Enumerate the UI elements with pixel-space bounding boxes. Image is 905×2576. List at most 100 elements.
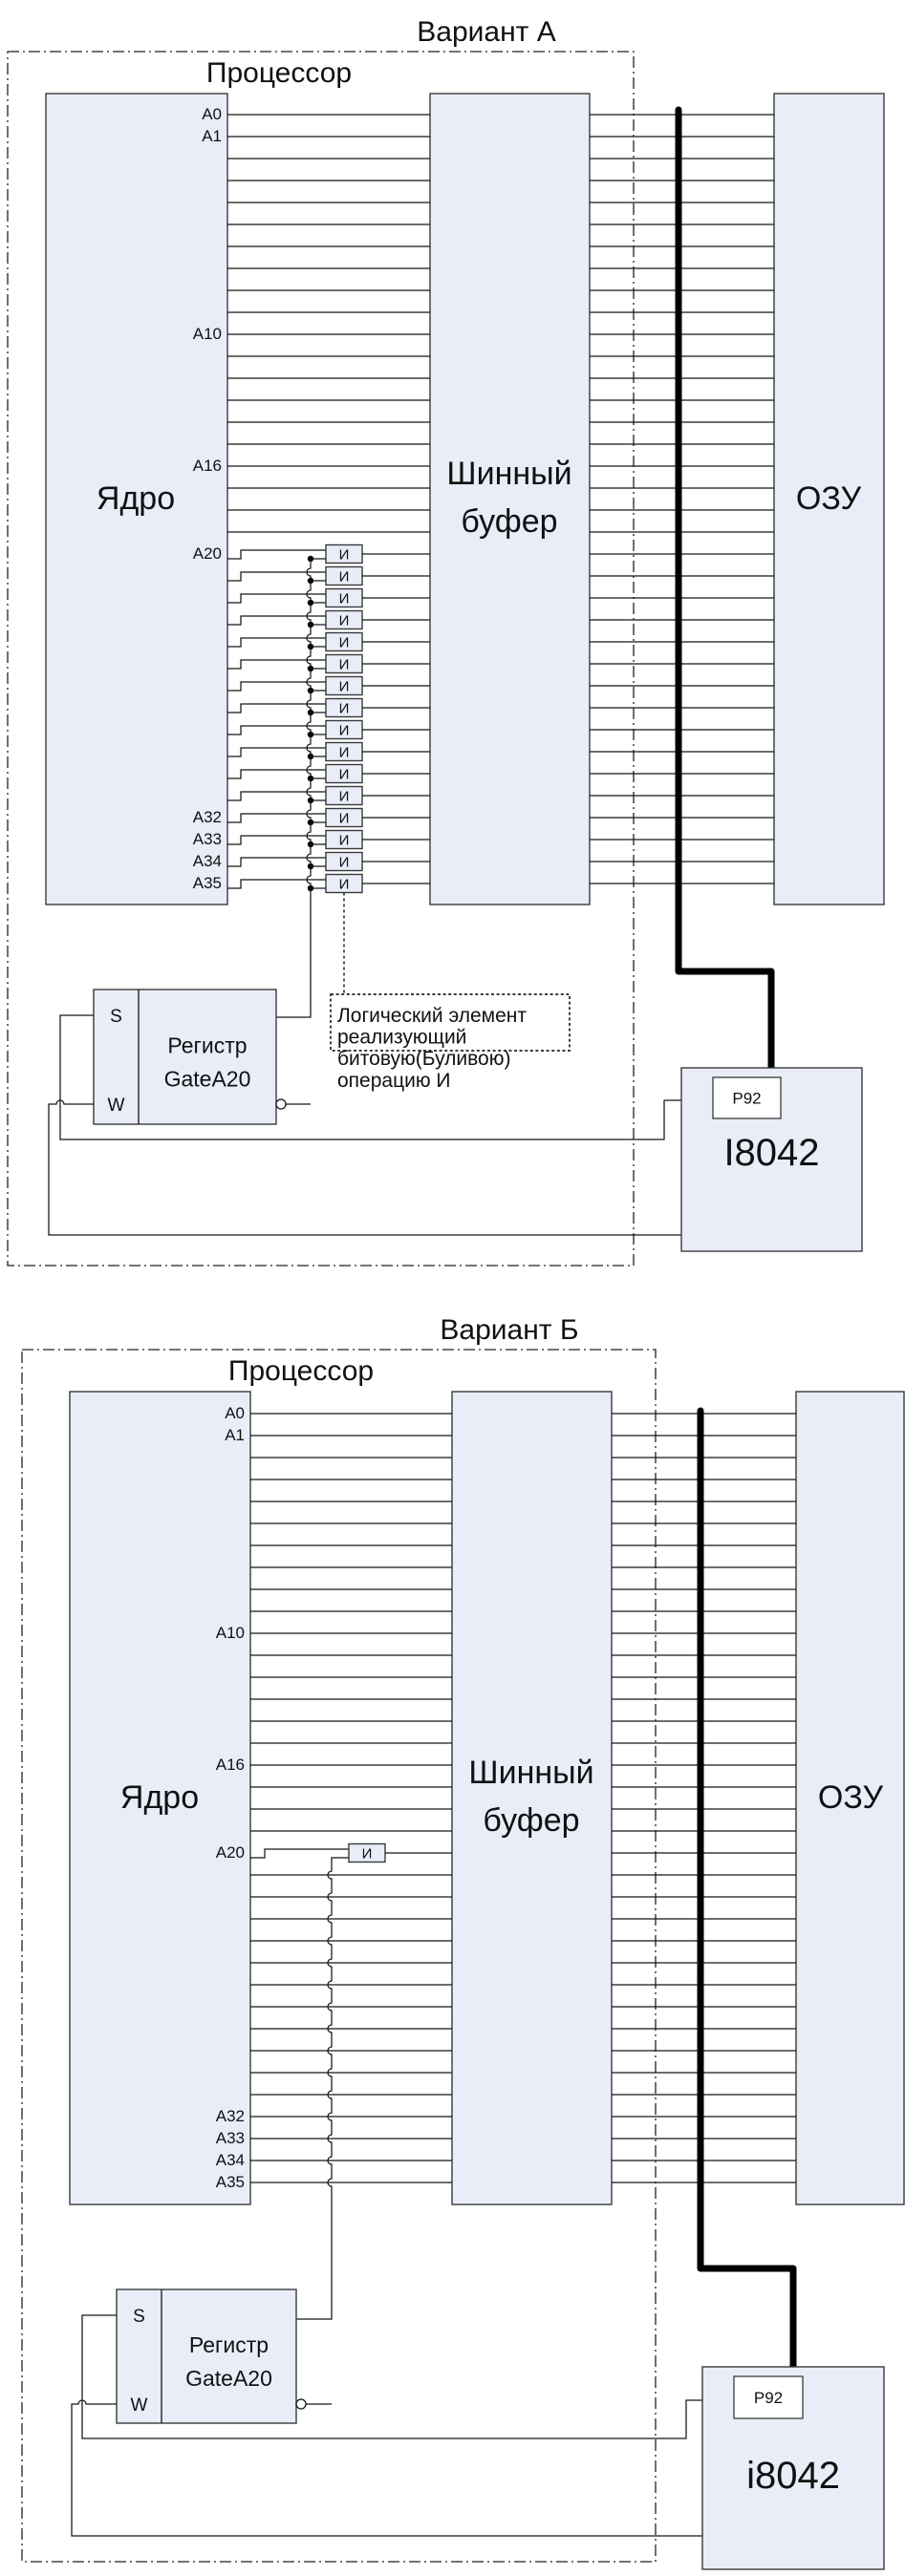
- gate-input-wire: [227, 571, 326, 582]
- gate-input-wire: [227, 769, 326, 779]
- gate-input-wire: [227, 637, 326, 648]
- address-line-label: A1: [202, 127, 222, 145]
- gate-input-wire: [227, 813, 326, 823]
- enable-trunk-wire: [276, 559, 312, 1018]
- address-line-label: A10: [216, 1624, 245, 1642]
- a20-bus-line: [697, 1407, 797, 2374]
- inverter-bubble: [295, 2398, 307, 2410]
- register-block: [93, 989, 277, 1125]
- a20-bus-line: [675, 106, 775, 1075]
- and-gate-label: И: [339, 855, 350, 871]
- address-line-label: A35: [216, 2173, 245, 2191]
- and-gate-label: И: [339, 723, 350, 739]
- core-block: [45, 93, 228, 905]
- gate-input-wire: [227, 835, 326, 845]
- address-line-label: A16: [216, 1756, 245, 1774]
- note-text-line: битовую(Буливою): [337, 1048, 510, 1070]
- port-label: P92: [732, 1090, 761, 1108]
- w-feedback-wire: [71, 2399, 702, 2537]
- core-label: Ядро: [120, 1779, 199, 1816]
- address-line-label: A1: [225, 1426, 245, 1444]
- processor-boundary: [7, 51, 635, 1267]
- bus-buffer-label: Шинный: [446, 456, 571, 492]
- address-line-label: A34: [216, 2151, 245, 2169]
- address-line-label: A20: [193, 544, 222, 563]
- controller-label: i8042: [746, 2455, 840, 2497]
- processor-label: Процессор: [206, 57, 352, 89]
- address-line-label: A16: [193, 457, 222, 475]
- note-text-line: реализующий: [337, 1027, 466, 1049]
- register-pin-w-label: W: [131, 2395, 148, 2416]
- gate-input-wire: [227, 549, 326, 560]
- register-label: Регистр: [167, 1033, 247, 1058]
- register-pin-s-label: S: [133, 2307, 145, 2327]
- and-gate-label: И: [339, 877, 350, 893]
- bus-buffer-block: [429, 93, 591, 905]
- gate-input-wire: [227, 791, 326, 801]
- w-feedback-wire: [48, 1099, 681, 1236]
- ram-block: [773, 93, 885, 905]
- bus-buffer-label: буфер: [483, 1802, 579, 1839]
- gate-input-wire: [227, 857, 326, 867]
- and-gate-label: И: [339, 767, 350, 783]
- gate-input-wire: [227, 615, 326, 626]
- port-box: [712, 1076, 782, 1119]
- register-pin-s-label: S: [110, 1007, 122, 1027]
- gate-input-wire: [227, 681, 326, 692]
- bus-buffer-label: Шинный: [468, 1755, 593, 1791]
- and-gate-label: И: [339, 833, 350, 849]
- and-gate-label: И: [339, 635, 350, 651]
- controller-label: I8042: [723, 1132, 819, 1174]
- and-gate-label: И: [339, 613, 350, 629]
- variant-title: Вариант А: [417, 16, 555, 48]
- ram-label: ОЗУ: [796, 480, 862, 517]
- register-label: Регистр: [189, 2332, 269, 2357]
- address-line-label: A33: [193, 830, 222, 848]
- gate-input-wire: [227, 703, 326, 713]
- and-gate-label: И: [339, 679, 350, 695]
- and-gate-label: И: [339, 569, 350, 585]
- bus-buffer-label: буфер: [461, 503, 557, 540]
- and-gate-label: И: [339, 789, 350, 805]
- processor-label: Процессор: [228, 1355, 374, 1387]
- address-line-label: A20: [216, 1843, 245, 1862]
- ram-block: [795, 1391, 905, 2205]
- register-label: GateA20: [164, 1067, 251, 1092]
- enable-trunk-wire: [296, 1857, 349, 2320]
- port-label: P92: [754, 2389, 783, 2407]
- address-line-label: A32: [216, 2107, 245, 2125]
- processor-boundary: [21, 1349, 657, 2563]
- gate-input-wire: [227, 725, 326, 735]
- port-box: [733, 2375, 804, 2419]
- ram-label: ОЗУ: [818, 1779, 884, 1816]
- and-gate-label: И: [339, 701, 350, 717]
- and-gate-label: И: [339, 547, 350, 564]
- core-block: [69, 1391, 251, 2205]
- register-label: GateA20: [185, 2366, 272, 2391]
- address-line-label: A0: [202, 105, 222, 123]
- s-feedback-wire: [81, 2314, 702, 2439]
- gate-input-wire: [227, 659, 326, 670]
- inverter-bubble: [275, 1098, 287, 1110]
- variant-title: Вариант Б: [440, 1314, 578, 1346]
- core-label: Ядро: [97, 480, 175, 517]
- and-gate-label: И: [339, 811, 350, 827]
- and-gate-label: И: [362, 1846, 373, 1863]
- gate-input-wire: [227, 593, 326, 604]
- register-pin-w-label: W: [108, 1096, 125, 1116]
- and-gate-label: И: [339, 745, 350, 761]
- note-text-line: операцию И: [337, 1070, 451, 1092]
- address-line-label: A32: [193, 808, 222, 826]
- address-line-label: A0: [225, 1404, 245, 1422]
- register-block: [116, 2289, 297, 2424]
- note-text-line: Логический элемент: [337, 1005, 527, 1027]
- note-box: [330, 993, 571, 1052]
- address-line-label: A35: [193, 874, 222, 892]
- and-gate-label: И: [339, 657, 350, 673]
- gate-input-wire: [227, 879, 326, 889]
- bus-buffer-block: [451, 1391, 613, 2205]
- gate-input-wire: [227, 747, 326, 757]
- address-line-label: A34: [193, 852, 222, 870]
